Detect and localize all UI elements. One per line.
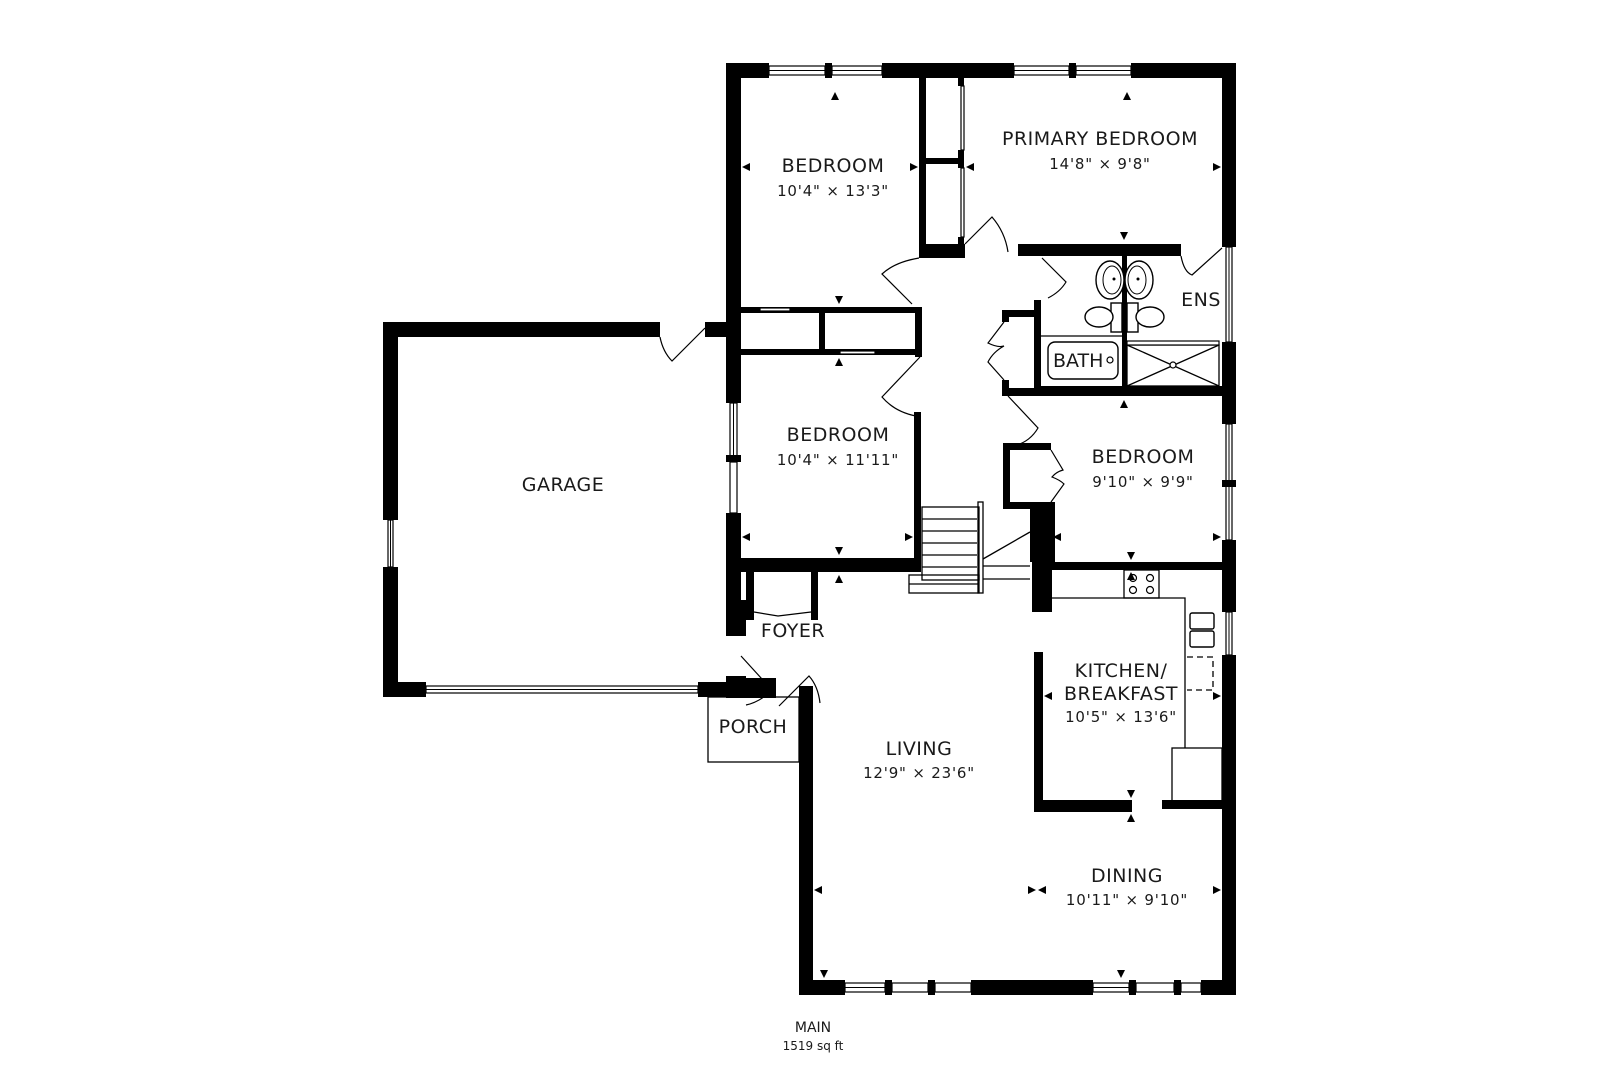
hall-walls <box>987 310 1065 612</box>
west-bedroom-walls <box>726 63 1236 636</box>
bedroom-e-dims: 9'10" × 9'9" <box>1092 473 1193 491</box>
east-walls <box>1222 63 1236 995</box>
living-name: LIVING <box>886 738 953 760</box>
kitchen-name-line1: KITCHEN/ <box>1075 660 1168 682</box>
garage-walls <box>383 322 750 697</box>
dining-dims: 10'11" × 9'10" <box>1066 891 1188 909</box>
kitchen-name-line2: BREAKFAST <box>1064 683 1178 705</box>
dining-name: DINING <box>1091 865 1163 887</box>
bedroom-w-name: BEDROOM <box>787 424 890 446</box>
bedroom-e-name: BEDROOM <box>1092 446 1195 468</box>
kitchen-walls <box>1034 562 1223 812</box>
ensuite-name: ENS <box>1181 289 1221 311</box>
kitchen-dims: 10'5" × 13'6" <box>1065 708 1177 726</box>
living-dining-walls <box>799 686 1236 995</box>
foyer-porch <box>707 572 821 763</box>
living-dims: 12'9" × 23'6" <box>863 764 975 782</box>
primary-bedroom-dims: 14'8" × 9'8" <box>1049 155 1150 173</box>
porch-name: PORCH <box>719 716 788 738</box>
floor-name: MAIN <box>795 1020 831 1036</box>
room-labels: BEDROOM 10'4" × 13'3" PRIMARY BEDROOM 14… <box>522 128 1221 1053</box>
bath-name: BATH <box>1053 350 1103 372</box>
floor-area: 1519 sq ft <box>783 1039 844 1053</box>
foyer-name: FOYER <box>761 620 825 642</box>
bedroom-nw-name: BEDROOM <box>782 155 885 177</box>
bath-ensuite <box>1018 244 1224 396</box>
bedroom-w-dims: 10'4" × 11'11" <box>777 451 899 469</box>
bedroom-nw-dims: 10'4" × 13'3" <box>777 182 889 200</box>
staircase <box>908 501 1031 594</box>
dimension-markers <box>742 92 1221 978</box>
garage-name: GARAGE <box>522 474 605 496</box>
primary-bedroom-name: PRIMARY BEDROOM <box>1002 128 1198 150</box>
